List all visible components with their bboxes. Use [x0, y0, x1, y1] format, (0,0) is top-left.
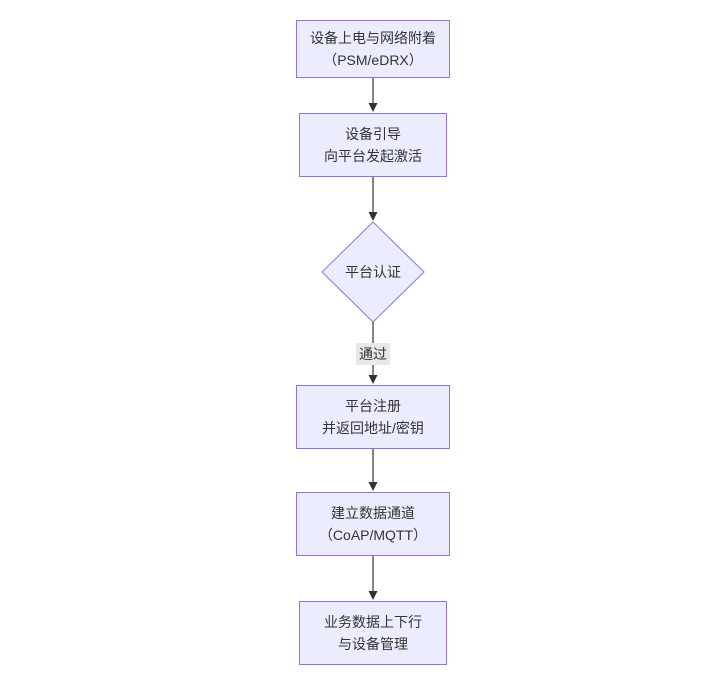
edge-register-to-channel — [368, 449, 378, 491]
edge-bootstrap-to-auth — [368, 177, 378, 221]
node-data-channel: 建立数据通道 （CoAP/MQTT） — [296, 492, 450, 556]
arrowhead-icon — [368, 212, 378, 221]
edge-power-to-bootstrap — [368, 78, 378, 112]
node-label-line: 业务数据上下行 — [324, 614, 422, 630]
arrowhead-icon — [368, 482, 378, 491]
node-platform-register: 平台注册 并返回地址/密钥 — [296, 385, 450, 449]
arrowhead-icon — [368, 591, 378, 600]
decision-platform-auth-label: 平台认证 — [345, 264, 401, 280]
node-label-line: 向平台发起激活 — [324, 148, 422, 164]
node-label-line: 与设备管理 — [338, 636, 408, 652]
node-business-data-device-mgmt: 业务数据上下行 与设备管理 — [299, 601, 447, 665]
node-label-line: 建立数据通道 — [331, 505, 415, 521]
node-power-on-network-attach: 设备上电与网络附着 （PSM/eDRX） — [296, 20, 450, 78]
edge-label-pass: 通过 — [356, 343, 390, 365]
arrowhead-icon — [368, 375, 378, 384]
node-label-line: 平台注册 — [345, 398, 401, 414]
edge-channel-to-business — [368, 556, 378, 600]
node-label-line: 并返回地址/密钥 — [322, 420, 424, 436]
node-label-line: （PSM/eDRX） — [323, 52, 423, 68]
node-label-line: 设备引导 — [345, 126, 401, 142]
node-label-line: （CoAP/MQTT） — [318, 527, 428, 543]
arrowhead-icon — [368, 103, 378, 112]
node-label-line: 设备上电与网络附着 — [310, 30, 436, 46]
node-device-bootstrap-activate: 设备引导 向平台发起激活 — [299, 113, 447, 177]
